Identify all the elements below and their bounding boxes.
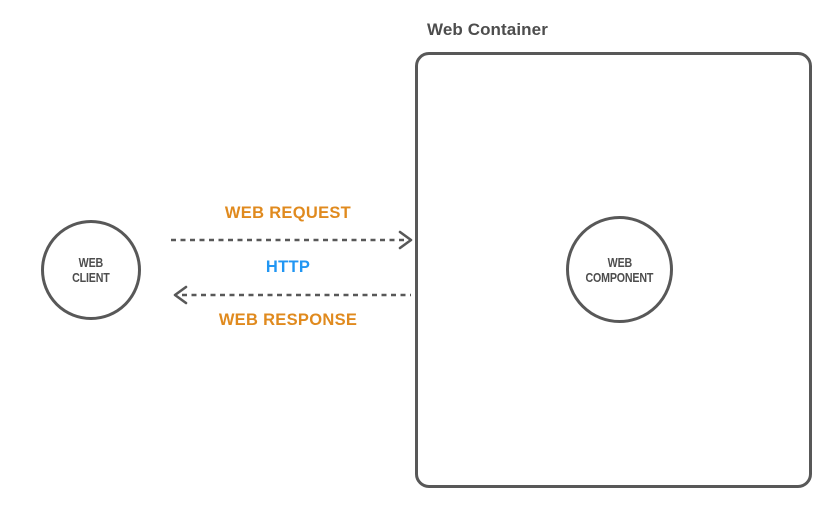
- web-component-node[interactable]: WEB COMPONENT: [566, 216, 673, 323]
- web-component-label-line2: COMPONENT: [585, 269, 654, 285]
- http-protocol-label: HTTP: [265, 258, 311, 276]
- web-client-node[interactable]: WEB CLIENT: [41, 220, 141, 320]
- web-response-label: WEB RESPONSE: [218, 311, 358, 329]
- web-client-label-line1: WEB: [78, 255, 104, 270]
- arrow-web-response: [173, 285, 411, 305]
- web-container-title: Web Container: [427, 20, 548, 39]
- web-component-label-line1: WEB: [607, 254, 632, 270]
- web-client-label-line2: CLIENT: [72, 270, 110, 285]
- web-request-label: WEB REQUEST: [224, 204, 352, 222]
- arrow-web-request: [171, 230, 413, 250]
